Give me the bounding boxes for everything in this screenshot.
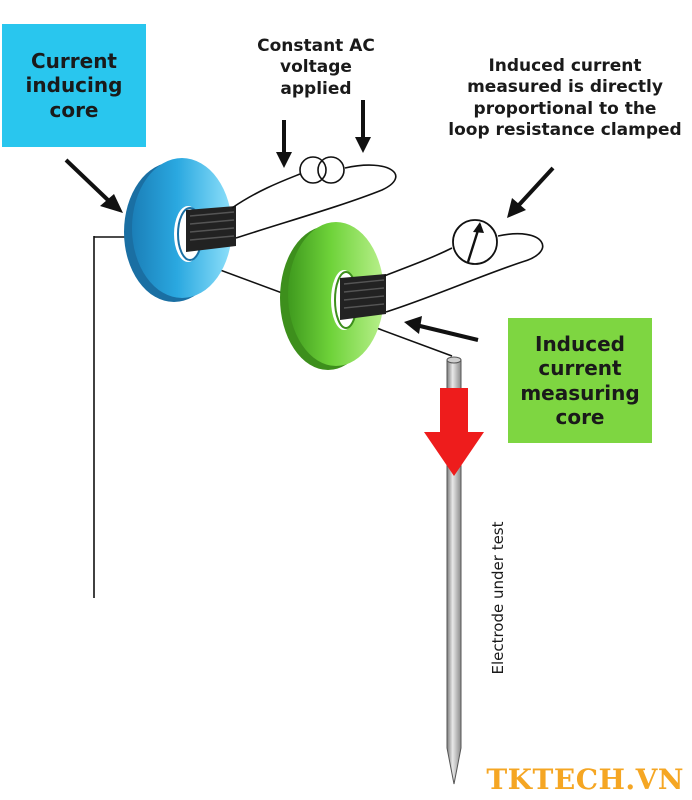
measured-current-label: Induced current measured is directly pro… <box>448 56 682 140</box>
red-down-arrow <box>424 388 484 476</box>
pointer-arrows <box>64 100 555 342</box>
voltage-label: Constant AC voltage applied <box>257 36 375 99</box>
inducing-winding <box>186 206 236 252</box>
ac-voltage-source-icon <box>299 156 345 184</box>
measuring-core-label-box: Induced current measuring core <box>508 318 652 443</box>
inducing-core-label-box: Current inducing core <box>2 24 146 147</box>
ammeter-icon <box>452 219 498 265</box>
electrode-label: Electrode under test <box>489 521 507 675</box>
measuring-winding <box>340 274 386 320</box>
source-loop <box>231 164 397 239</box>
watermark-logo: TKTECH.VN <box>486 763 684 796</box>
inducing-core <box>124 158 232 302</box>
meter-loop <box>383 233 544 313</box>
